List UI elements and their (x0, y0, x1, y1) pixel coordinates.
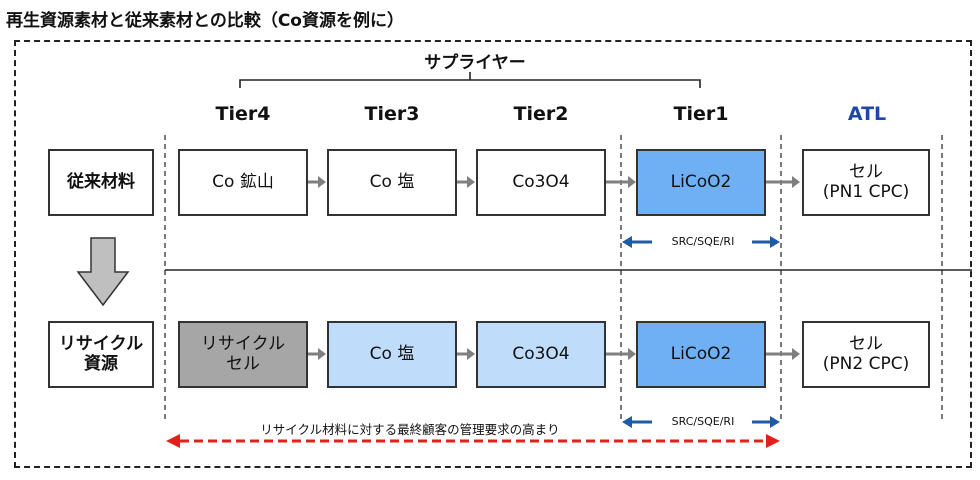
box-co-salt: Co 塩 (327, 149, 457, 216)
row-label-recycled-line1: リサイクル (58, 333, 144, 354)
tier3-label: Tier3 (364, 103, 420, 125)
box-recycled-cell: リサイクル セル (178, 321, 308, 388)
supplier-label: サプライヤー (424, 53, 526, 73)
box-licoo2: LiCoO2 (636, 149, 766, 216)
box-co-salt-recycled: Co 塩 (327, 321, 457, 388)
tier4-label: Tier4 (215, 103, 271, 125)
box-cell-pn2: セル (PN2 CPC) (802, 321, 930, 388)
down-arrow (76, 237, 130, 307)
row-label-recycled: リサイクル 資源 (48, 321, 154, 388)
box-co3o4-recycled: Co3O4 (476, 321, 606, 388)
atl-label: ATL (847, 103, 887, 125)
cell-code: (PN2 CPC) (822, 353, 910, 374)
box-licoo2-recycled: LiCoO2 (636, 321, 766, 388)
footer-text: リサイクル材料に対する最終顧客の管理要求の高まり (260, 422, 560, 437)
note-src-sqe-ri-2: SRC/SQE/RI (671, 415, 735, 428)
box-co3o4: Co3O4 (476, 149, 606, 216)
tier1-label: Tier1 (673, 103, 729, 125)
supplier-brace (239, 72, 701, 88)
box-co-mine: Co 鉱山 (178, 149, 308, 216)
cell-label: セル (849, 161, 883, 182)
row-label-conventional: 従来材料 (48, 149, 154, 216)
recycled-cell-line1: リサイクル (200, 333, 286, 354)
cell-label: セル (849, 333, 883, 354)
box-cell-pn1: セル (PN1 CPC) (802, 149, 930, 216)
recycled-cell-line2: セル (226, 353, 260, 374)
cell-code: (PN1 CPC) (822, 181, 910, 202)
footer-arrow (166, 434, 780, 448)
page-title: 再生資源素材と従来素材との比較（Co資源を例に） (6, 11, 404, 31)
row-label-recycled-line2: 資源 (84, 353, 118, 374)
outer-frame (14, 40, 972, 468)
note-src-sqe-ri-1: SRC/SQE/RI (671, 235, 735, 248)
tier2-label: Tier2 (513, 103, 569, 125)
